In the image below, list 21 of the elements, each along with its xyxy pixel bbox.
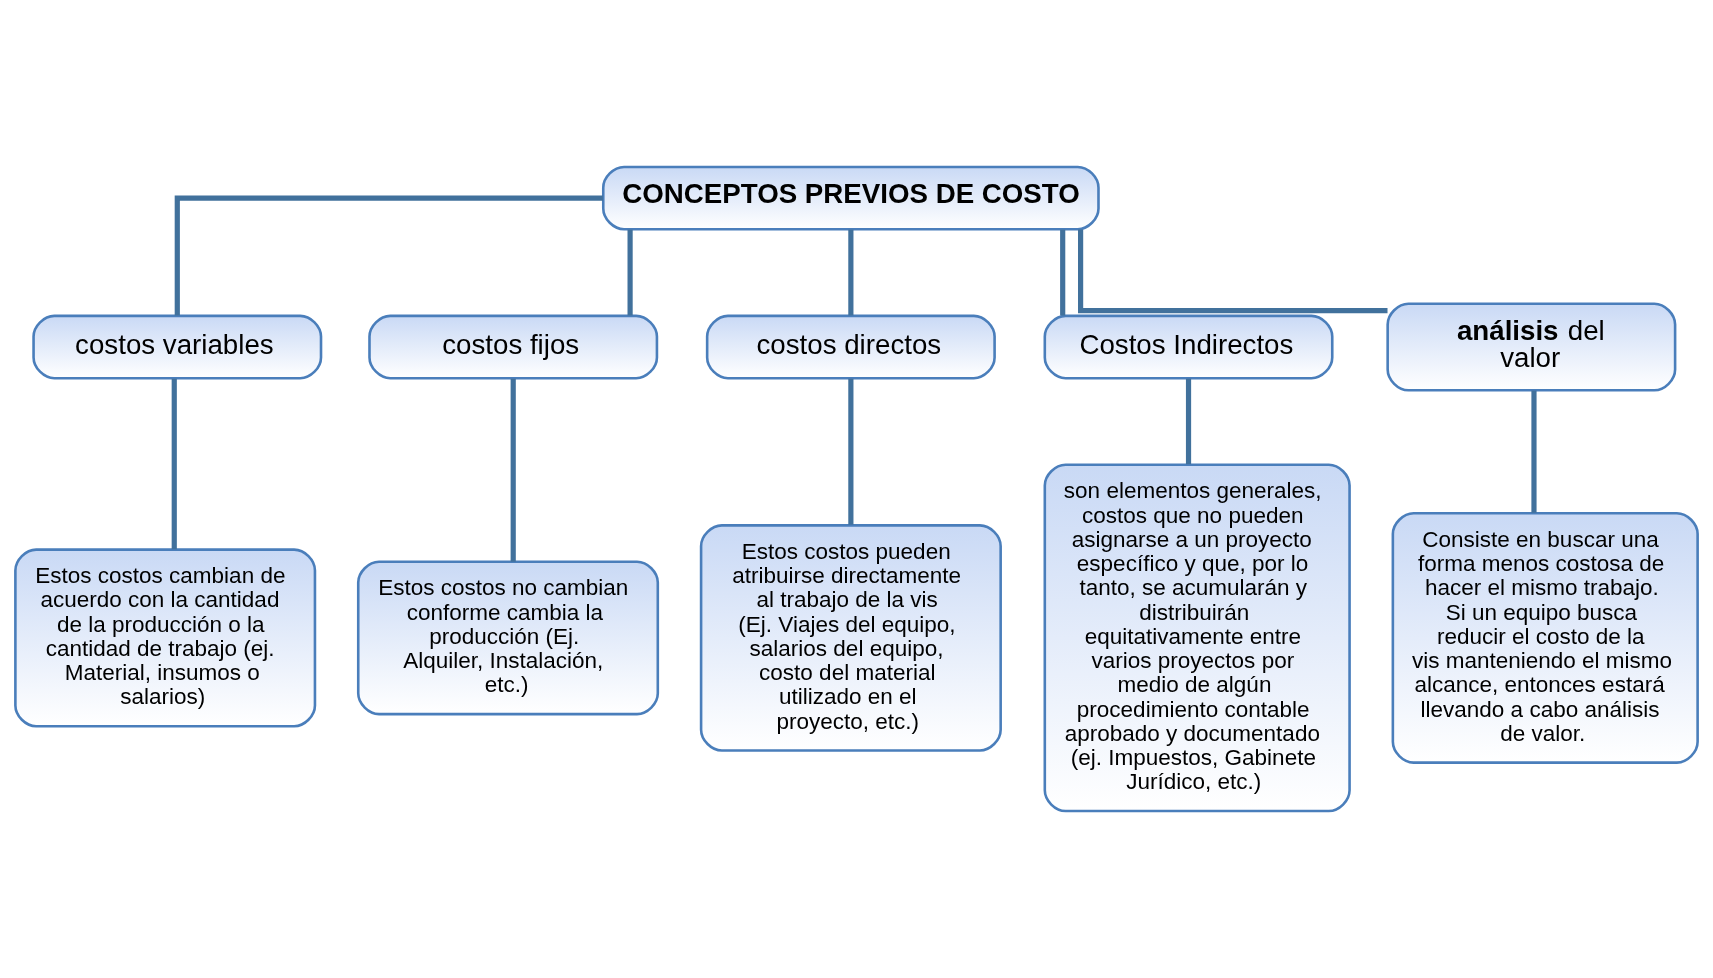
node-box: costos variables (32, 314, 323, 380)
node-box: Estos costos cambian de acuerdo con la cantidad de la producción o la cantidad de trabajo (ej. Material, insumos o salarios) (14, 548, 317, 728)
node-box: Estos costos no cambian conforme cambia la producción (Ej. Alquiler, Instalación, etc.) (356, 560, 660, 716)
connector (1531, 390, 1537, 513)
node-box: son elementos generales, costos que no pueden asignarse a un proyecto específico y que, por lo tanto, se acumularán y distribuirán equitativamente entre varios proyectos por medio de algún procedimiento contable aprobado y documentado (ej. Impuestos, Gabinete Jurídico, etc.) (1043, 463, 1351, 813)
connector (848, 229, 854, 316)
connector (1078, 229, 1388, 314)
connector (1185, 378, 1192, 465)
connector (171, 378, 177, 550)
node-box: Estos costos pueden atribuirse directamente al trabajo de la vis (Ej. Viajes del equipo, salarios del equipo, costo del material utilizado en el proyecto, etc.) (699, 524, 1002, 752)
node-box: CONCEPTOS PREVIOS DE COSTO (601, 165, 1100, 231)
node-box: análisis del valor (1386, 302, 1677, 392)
node-box: costos directos (705, 314, 996, 380)
connector (510, 378, 516, 562)
connector (1060, 229, 1066, 316)
node-box: costos fijos (368, 314, 659, 380)
connector (627, 229, 633, 316)
connector (848, 378, 854, 525)
connector (174, 195, 603, 316)
node-box: Costos Indirectos (1043, 314, 1334, 380)
node-box: Consiste en buscar una forma menos costosa de hacer el mismo trabajo. Si un equipo busca reducir el costo de la vis manteniendo el mismo alcance, entonces estará llevando a cabo análisis de valor. (1391, 511, 1699, 764)
